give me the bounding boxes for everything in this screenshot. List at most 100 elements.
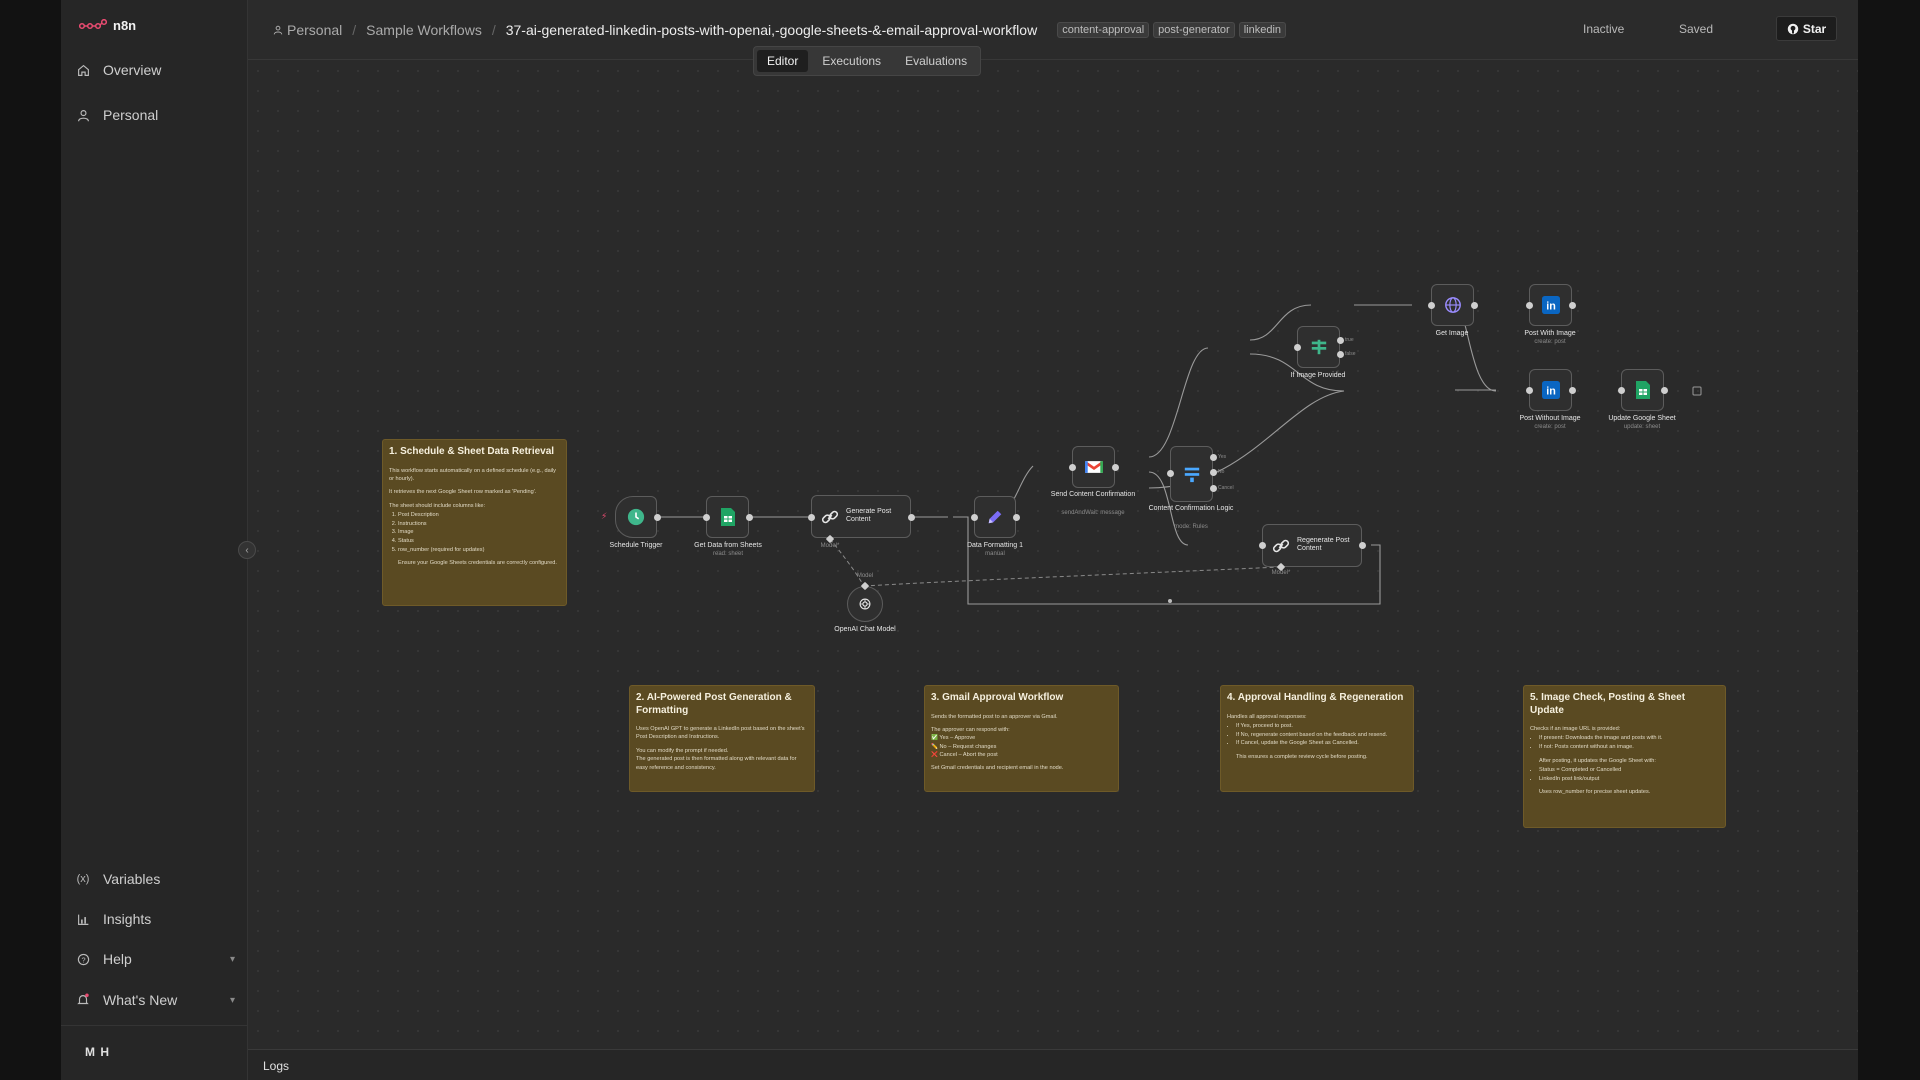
input-port[interactable]: [1428, 302, 1435, 309]
switch-icon: [1182, 464, 1202, 484]
output-port[interactable]: [1471, 302, 1478, 309]
output-port[interactable]: [1661, 387, 1668, 394]
output-port[interactable]: [1569, 302, 1576, 309]
sidebar-item-overview[interactable]: Overview: [75, 56, 235, 84]
list-item: If present: Downloads the image and post…: [1539, 734, 1719, 743]
output-label: Cancel: [1218, 485, 1234, 491]
tab-editor[interactable]: Editor: [757, 50, 809, 72]
workflow-tags: content-approval post-generator linkedin: [1057, 22, 1287, 38]
workflow-canvas[interactable]: ⚡ Schedule Trigger Get Data from Sheets …: [248, 61, 1858, 1049]
sticky-title: 4. Approval Handling & Regeneration: [1227, 692, 1404, 703]
input-port[interactable]: [1069, 464, 1076, 471]
sticky-note-3[interactable]: 3. Gmail Approval Workflow Sends the for…: [924, 685, 1119, 792]
output-port[interactable]: [1359, 542, 1366, 549]
output-port[interactable]: [1013, 514, 1020, 521]
port-label: Model*: [820, 543, 840, 549]
node-generate-post-content[interactable]: Generate Post Content: [811, 495, 911, 538]
list-item: Image: [398, 528, 560, 537]
input-port[interactable]: [1167, 470, 1174, 477]
sticky-text: Uses OpenAI GPT to generate a LinkedIn p…: [636, 726, 805, 741]
tab-evaluations[interactable]: Evaluations: [905, 54, 968, 68]
list-item: Instructions: [398, 520, 560, 529]
tag-chip[interactable]: content-approval: [1057, 22, 1150, 38]
input-port[interactable]: [808, 514, 815, 521]
sticky-option: ❌ Cancel – Abort the post: [931, 752, 998, 759]
github-star-button[interactable]: Star: [1776, 16, 1837, 41]
node-label: Get Image: [1435, 330, 1469, 337]
sidebar-item-whats-new[interactable]: What's New ▾: [75, 986, 235, 1014]
sidebar-item-insights[interactable]: Insights: [75, 905, 235, 933]
user-avatar[interactable]: M H: [85, 1045, 110, 1059]
output-port-no[interactable]: [1210, 469, 1217, 476]
tab-executions[interactable]: Executions: [822, 54, 882, 68]
chevron-down-icon: ▾: [229, 953, 235, 965]
input-port[interactable]: [1526, 387, 1533, 394]
sidebar-item-label: Overview: [103, 62, 162, 78]
sidebar-item-personal[interactable]: Personal: [75, 101, 235, 129]
sticky-note-4[interactable]: 4. Approval Handling & Regeneration Hand…: [1220, 685, 1414, 792]
node-update-google-sheet[interactable]: [1621, 369, 1664, 411]
collapse-sidebar-button[interactable]: ‹: [238, 541, 256, 559]
output-port[interactable]: [654, 514, 661, 521]
input-port[interactable]: [703, 514, 710, 521]
node-subtitle: manual: [985, 551, 1005, 557]
sidebar-item-variables[interactable]: (x) Variables: [75, 865, 235, 893]
node-label: Get Data from Sheets: [694, 542, 762, 549]
node-post-with-image[interactable]: in: [1529, 284, 1572, 326]
output-port[interactable]: [908, 514, 915, 521]
output-port-false[interactable]: [1337, 351, 1344, 358]
workflow-name[interactable]: 37-ai-generated-linkedin-posts-with-open…: [505, 22, 1038, 38]
input-port[interactable]: [1294, 344, 1301, 351]
sticky-list: If Yes, proceed to post. If No, regenera…: [1227, 722, 1407, 748]
node-label: Post Without Image: [1519, 415, 1581, 422]
logs-label: Logs: [263, 1059, 290, 1073]
port-label: Model*: [1271, 570, 1291, 576]
breadcrumb-project[interactable]: Personal: [273, 22, 342, 38]
node-subtitle: update: sheet: [1623, 424, 1661, 430]
active-toggle-status[interactable]: Inactive: [1583, 22, 1625, 36]
node-label: Schedule Trigger: [609, 542, 663, 549]
view-tabs: Editor Executions Evaluations: [753, 46, 982, 76]
save-status: Saved: [1679, 22, 1714, 36]
output-label: false: [1345, 351, 1356, 357]
node-openai-chat-model[interactable]: [847, 586, 883, 622]
sidebar-item-help[interactable]: ? Help ▾: [75, 945, 235, 973]
output-port[interactable]: [746, 514, 753, 521]
sticky-title: 1. Schedule & Sheet Data Retrieval: [389, 446, 555, 457]
input-port[interactable]: [1259, 542, 1266, 549]
sticky-option: ✅ Yes – Approve: [931, 735, 976, 742]
input-port[interactable]: [971, 514, 978, 521]
output-port[interactable]: [1112, 464, 1119, 471]
tag-chip[interactable]: post-generator: [1153, 22, 1235, 38]
node-regenerate-post-content[interactable]: Regenerate Post Content: [1262, 524, 1362, 567]
input-port[interactable]: [1618, 387, 1625, 394]
node-schedule-trigger[interactable]: [615, 496, 657, 538]
input-port[interactable]: [1526, 302, 1533, 309]
sticky-note-5[interactable]: 5. Image Check, Posting & Sheet Update C…: [1523, 685, 1726, 828]
google-sheets-icon: [1633, 380, 1653, 400]
n8n-logo[interactable]: n8n: [79, 18, 136, 33]
node-subtitle: create: post: [1534, 424, 1566, 430]
sidebar-divider: [61, 1025, 248, 1026]
node-send-content-confirmation[interactable]: [1072, 446, 1115, 488]
chevron-left-icon: ‹: [245, 544, 249, 556]
node-get-data-from-sheets[interactable]: [706, 496, 749, 538]
breadcrumb-folder[interactable]: Sample Workflows: [366, 22, 482, 38]
node-label: Send Content Confirmation: [1050, 491, 1136, 498]
logs-panel[interactable]: Logs: [248, 1049, 1858, 1080]
node-get-image[interactable]: [1431, 284, 1474, 326]
output-port-yes[interactable]: [1210, 454, 1217, 461]
output-port-cancel[interactable]: [1210, 485, 1217, 492]
node-if-image-provided[interactable]: [1297, 326, 1340, 368]
node-post-without-image[interactable]: in: [1529, 369, 1572, 411]
node-content-confirmation-logic[interactable]: [1170, 446, 1213, 502]
node-data-formatting[interactable]: [974, 496, 1016, 538]
sticky-note-2[interactable]: 2. AI-Powered Post Generation & Formatti…: [629, 685, 815, 792]
sticky-note-1[interactable]: 1. Schedule & Sheet Data Retrieval This …: [382, 439, 567, 606]
output-port[interactable]: [1569, 387, 1576, 394]
output-port-true[interactable]: [1337, 337, 1344, 344]
sticky-text: This workflow starts automatically on a …: [389, 467, 556, 482]
svg-text:?: ?: [81, 955, 85, 964]
tag-chip[interactable]: linkedin: [1238, 22, 1287, 38]
linkedin-icon: in: [1541, 380, 1561, 400]
